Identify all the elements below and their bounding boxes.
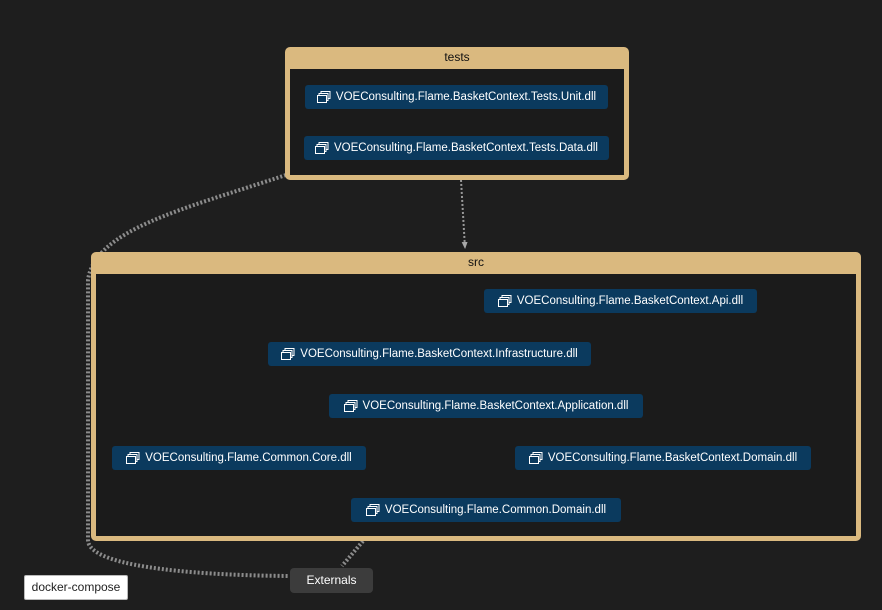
node-label: VOEConsulting.Flame.BasketContext.Tests.… bbox=[335, 91, 597, 103]
node-label: VOEConsulting.Flame.Common.Domain.dll bbox=[384, 504, 607, 516]
node-externals[interactable]: Externals bbox=[290, 568, 373, 593]
assembly-icon bbox=[316, 91, 331, 103]
edge-tests-to-externals bbox=[86, 173, 289, 578]
assembly-icon bbox=[343, 400, 358, 412]
assembly-icon bbox=[315, 142, 329, 154]
node-tests-unit[interactable]: VOEConsulting.Flame.BasketContext.Tests.… bbox=[305, 85, 608, 109]
edge-tests-to-src bbox=[460, 179, 468, 249]
node-application[interactable]: VOEConsulting.Flame.BasketContext.Applic… bbox=[329, 394, 643, 418]
group-title-tests: tests bbox=[444, 50, 470, 64]
node-basket-domain[interactable]: VOEConsulting.Flame.BasketContext.Domain… bbox=[515, 446, 811, 470]
legend-docker-compose[interactable]: docker-compose bbox=[24, 575, 128, 600]
assembly-icon bbox=[365, 504, 380, 516]
node-label: VOEConsulting.Flame.BasketContext.Domain… bbox=[547, 452, 798, 464]
assembly-icon bbox=[126, 452, 140, 464]
assembly-icon bbox=[497, 295, 512, 307]
group-tests[interactable]: tests bbox=[285, 47, 629, 180]
node-label: VOEConsulting.Flame.BasketContext.Applic… bbox=[362, 400, 629, 412]
assembly-icon bbox=[528, 452, 543, 464]
node-label: VOEConsulting.Flame.Common.Core.dll bbox=[145, 452, 352, 464]
node-infrastructure[interactable]: VOEConsulting.Flame.BasketContext.Infras… bbox=[268, 342, 591, 366]
node-common-domain[interactable]: VOEConsulting.Flame.Common.Domain.dll bbox=[351, 498, 621, 522]
node-common-core[interactable]: VOEConsulting.Flame.Common.Core.dll bbox=[112, 446, 366, 470]
group-title-src: src bbox=[468, 255, 484, 269]
node-api[interactable]: VOEConsulting.Flame.BasketContext.Api.dl… bbox=[484, 289, 757, 313]
assembly-icon bbox=[281, 348, 295, 360]
node-label: VOEConsulting.Flame.BasketContext.Api.dl… bbox=[516, 295, 744, 307]
node-tests-data[interactable]: VOEConsulting.Flame.BasketContext.Tests.… bbox=[304, 136, 609, 160]
edge-src-to-externals bbox=[340, 539, 365, 568]
node-label: VOEConsulting.Flame.BasketContext.Infras… bbox=[300, 348, 578, 360]
node-label: VOEConsulting.Flame.BasketContext.Tests.… bbox=[334, 142, 598, 154]
